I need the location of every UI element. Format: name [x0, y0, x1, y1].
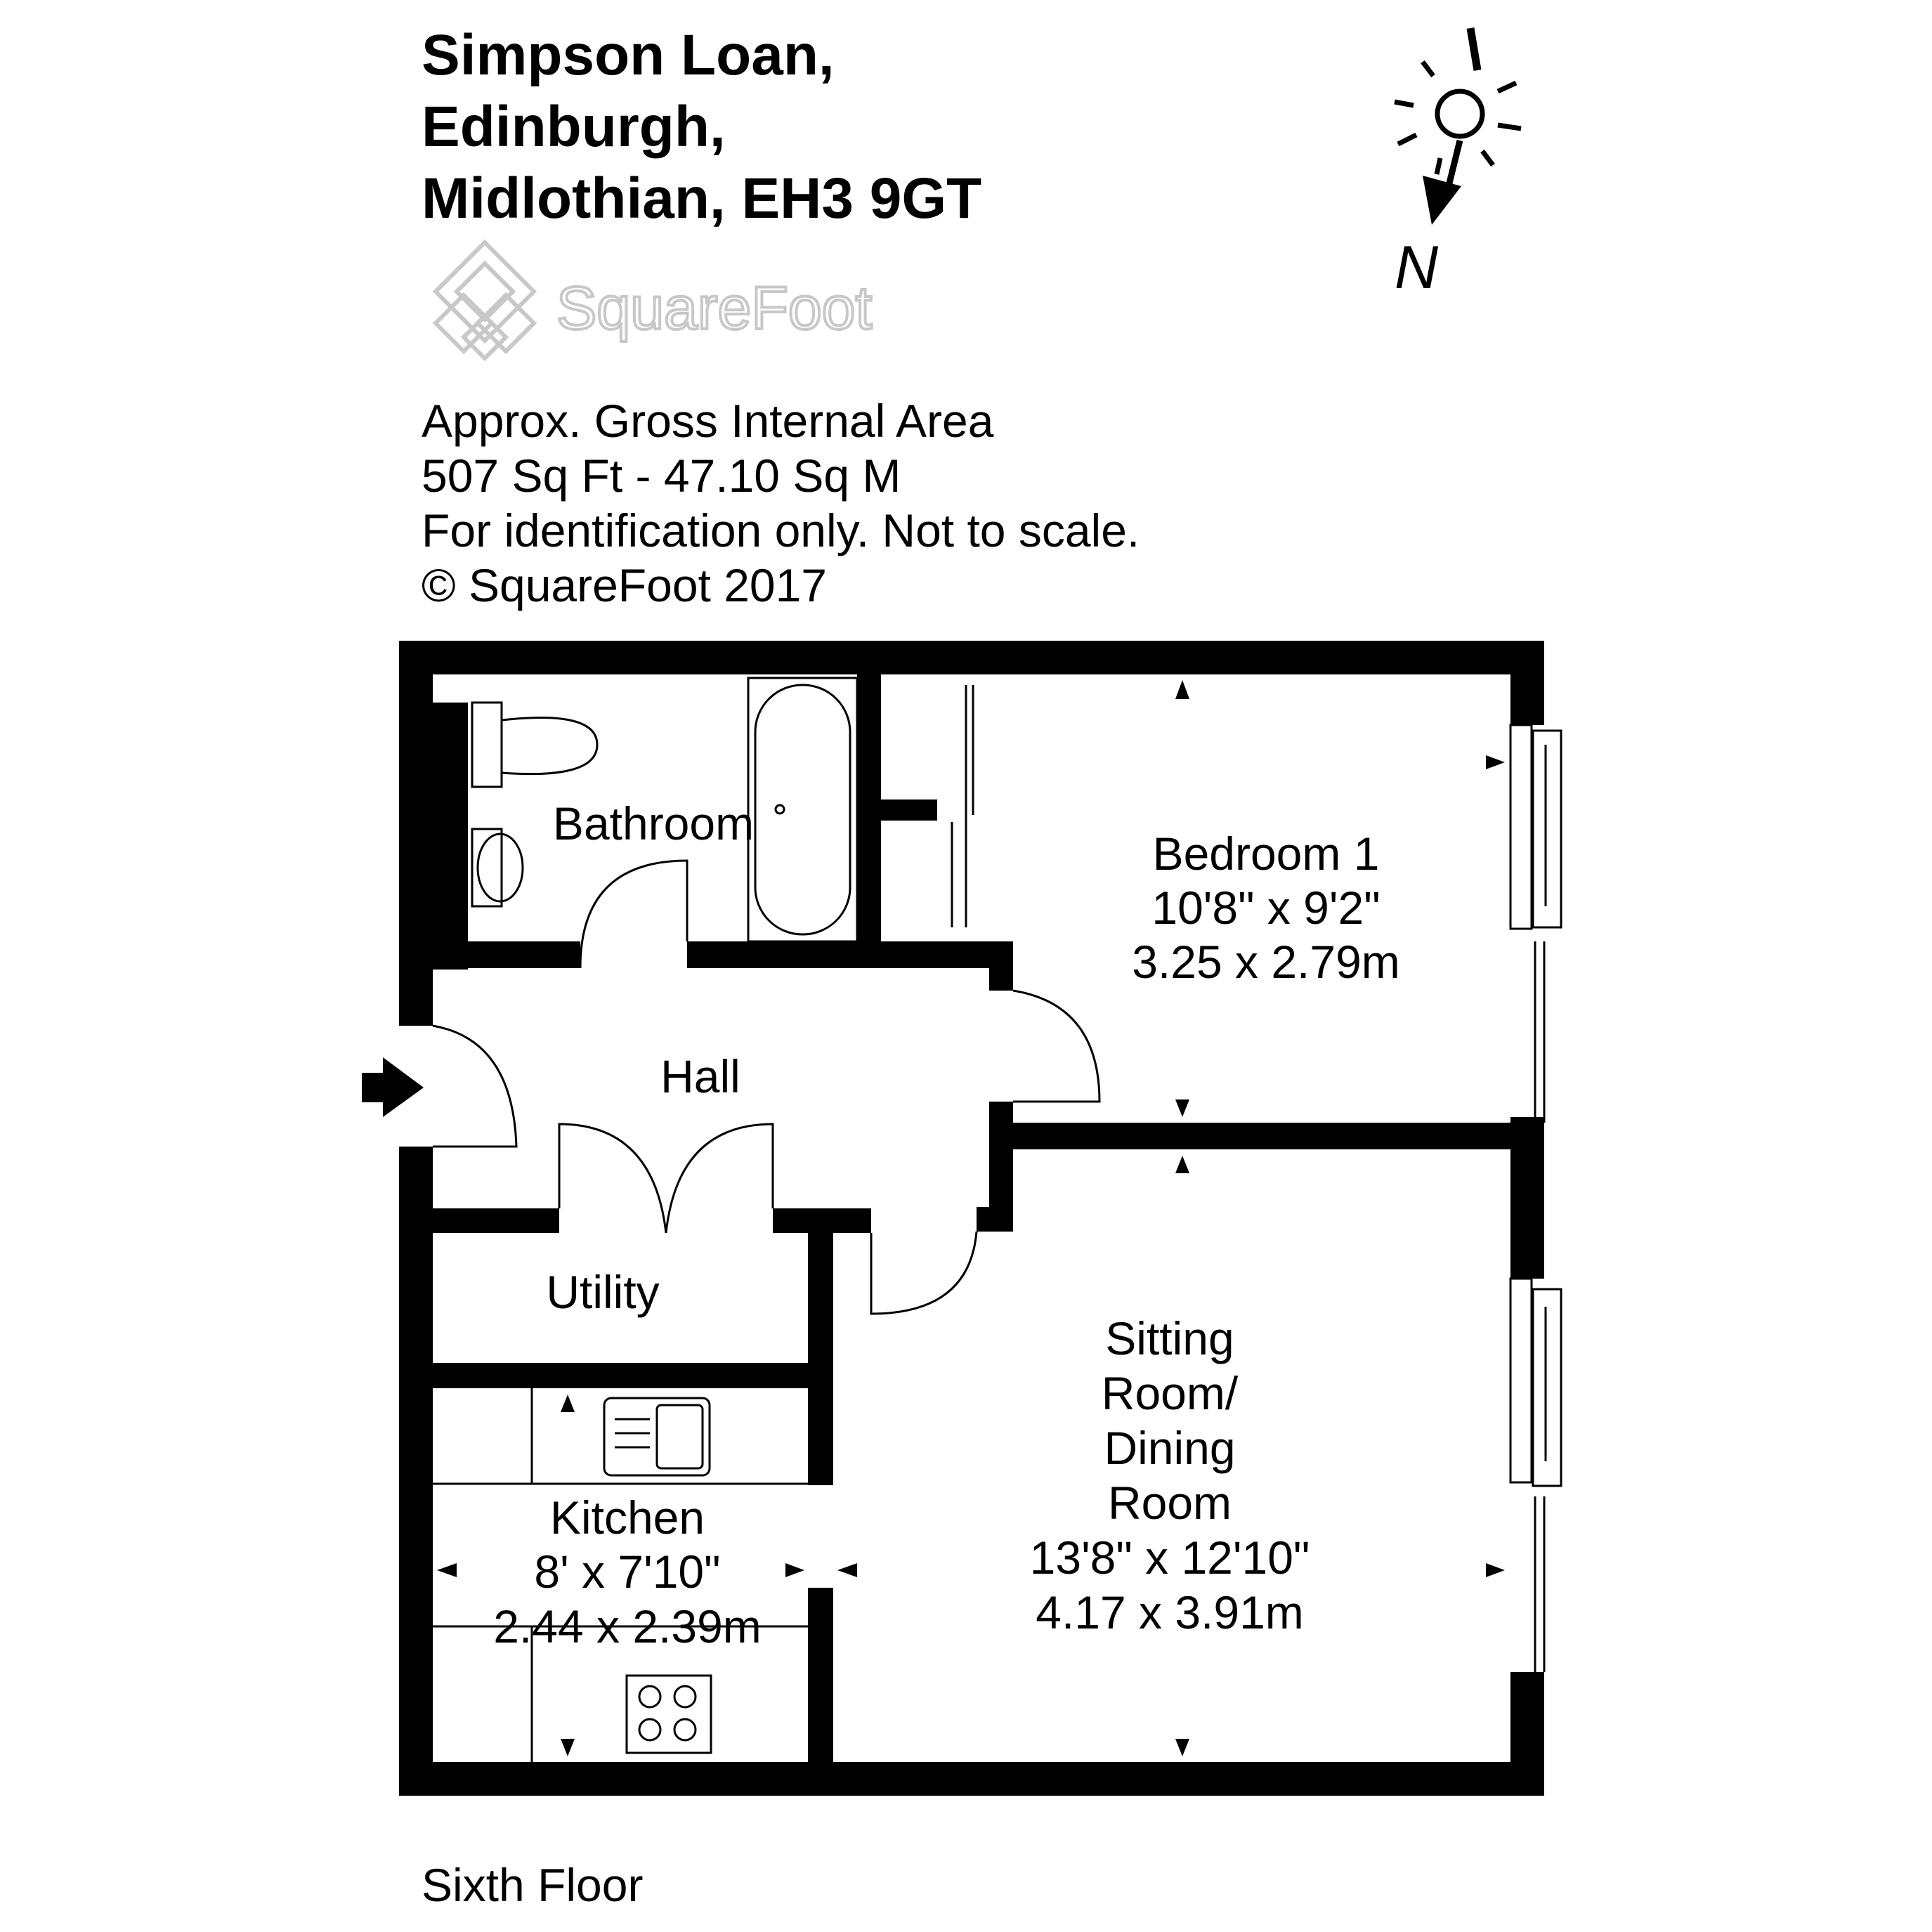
utility-label: Utility	[546, 1266, 659, 1318]
sun-north-arrow-icon	[1394, 27, 1522, 225]
utility-door-left	[558, 1123, 667, 1234]
area-value: 507 Sq Ft - 47.10 Sq M	[422, 450, 901, 502]
hall-label: Hall	[660, 1050, 740, 1102]
bedroom1-label: Bedroom 1	[1153, 828, 1380, 880]
address-block: Simpson Loan, Edinburgh, Midlothian, EH3…	[422, 20, 981, 235]
kitchen-dim-metric: 2.44 x 2.39m	[493, 1600, 762, 1652]
entrance-door	[432, 1024, 518, 1148]
bath-icon	[747, 677, 859, 943]
bedroom-door	[1012, 989, 1101, 1103]
hob-icon	[625, 1674, 712, 1754]
floor-label: Sixth Floor	[422, 1859, 644, 1911]
disclaimer: For identification only. Not to scale.	[422, 504, 1140, 556]
sitting-dim-metric: 4.17 x 3.91m	[1036, 1586, 1304, 1638]
bedroom1-dim-imperial: 10'8" x 9'2"	[1151, 882, 1380, 934]
sitting-dim-imperial: 13'8" x 12'10"	[1030, 1532, 1310, 1584]
squarefoot-logo-icon	[432, 239, 537, 362]
sitting-label-2: Room/	[1102, 1367, 1239, 1419]
entrance-arrow-icon	[362, 1057, 424, 1117]
sitting-label-4: Room	[1108, 1477, 1232, 1529]
kitchen-dim-imperial: 8' x 7'10"	[534, 1546, 720, 1598]
address-line-3: Midlothian, EH3 9GT	[422, 167, 982, 230]
compass-label: N	[1395, 234, 1439, 301]
address-line-1: Simpson Loan,	[422, 23, 835, 87]
bathroom-label: Bathroom	[553, 797, 754, 849]
dimension-markers	[437, 680, 1505, 1756]
toilet-icon	[501, 717, 599, 776]
basin-icon	[476, 833, 524, 903]
brand-name: SquareFoot	[556, 275, 873, 342]
area-info: Approx. Gross Internal Area 507 Sq Ft - …	[422, 393, 1140, 613]
bathroom-door	[579, 859, 688, 969]
address-line-2: Edinburgh,	[422, 95, 726, 159]
walls	[399, 641, 1544, 1796]
fixtures	[432, 677, 1562, 1762]
utility-door-right	[665, 1123, 774, 1234]
sitting-label-3: Dining	[1104, 1422, 1235, 1474]
sink-icon	[603, 1397, 711, 1477]
bedroom1-dim-metric: 3.25 x 2.79m	[1132, 936, 1400, 988]
copyright: © SquareFoot 2017	[422, 559, 828, 611]
sitting-door	[870, 1231, 978, 1315]
sitting-label-1: Sitting	[1105, 1312, 1234, 1364]
area-title: Approx. Gross Internal Area	[422, 395, 994, 447]
kitchen-label: Kitchen	[550, 1492, 705, 1543]
